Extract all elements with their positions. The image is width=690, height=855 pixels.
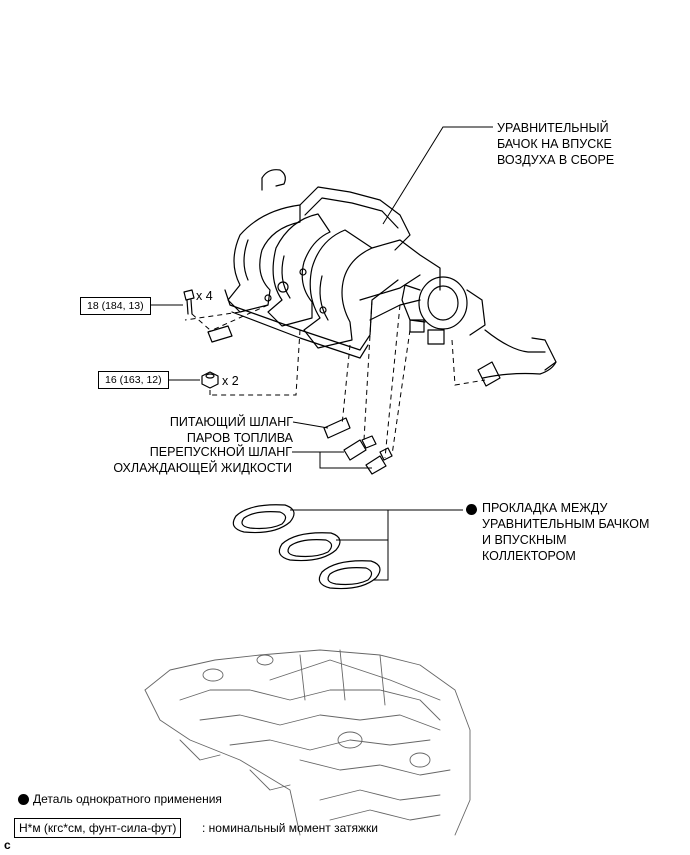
bolt-quantity: x 4 (196, 289, 213, 303)
fuel-vapor-hose-label: ПИТАЮЩИЙ ШЛАНГ ПАРОВ ТОПЛИВА (169, 415, 293, 445)
corner-mark: c (4, 838, 11, 852)
dashed-guide-lines (184, 299, 486, 459)
hose-stubs (207, 325, 393, 475)
legend-non-reusable-text: Деталь однократного применения (33, 792, 222, 806)
gasket-drawings (232, 504, 381, 590)
nut-torque-spec: 16 (163, 12) (98, 371, 169, 389)
gasket-label: ПРОКЛАДКА МЕЖДУ УРАВНИТЕЛЬНЫМ БАЧКОМ И В… (482, 501, 650, 563)
bolt-drawing (183, 289, 195, 315)
plenum-assembly-label: УРАВНИТЕЛЬНЫЙ БАЧОК НА ВПУСКЕ ВОЗДУХА В … (497, 121, 615, 167)
engine-background (144, 649, 471, 836)
legend-non-reusable-icon (18, 794, 29, 805)
legend-torque-key: Н*м (кгс*см, фунт-сила-фут) (14, 818, 182, 838)
non-reusable-part-icon (466, 504, 477, 515)
bolt-torque-spec: 18 (184, 13) (80, 297, 151, 315)
nut-quantity: x 2 (222, 374, 239, 388)
legend-torque-text: : номинальный момент затяжки (202, 821, 378, 835)
leader-lines (146, 126, 493, 581)
intake-plenum-drawing (224, 169, 557, 387)
nut-drawing (201, 371, 219, 389)
coolant-bypass-hose-label: ПЕРЕПУСКНОЙ ШЛАНГ ОХЛАЖДАЮЩЕЙ ЖИДКОСТИ (113, 445, 292, 475)
